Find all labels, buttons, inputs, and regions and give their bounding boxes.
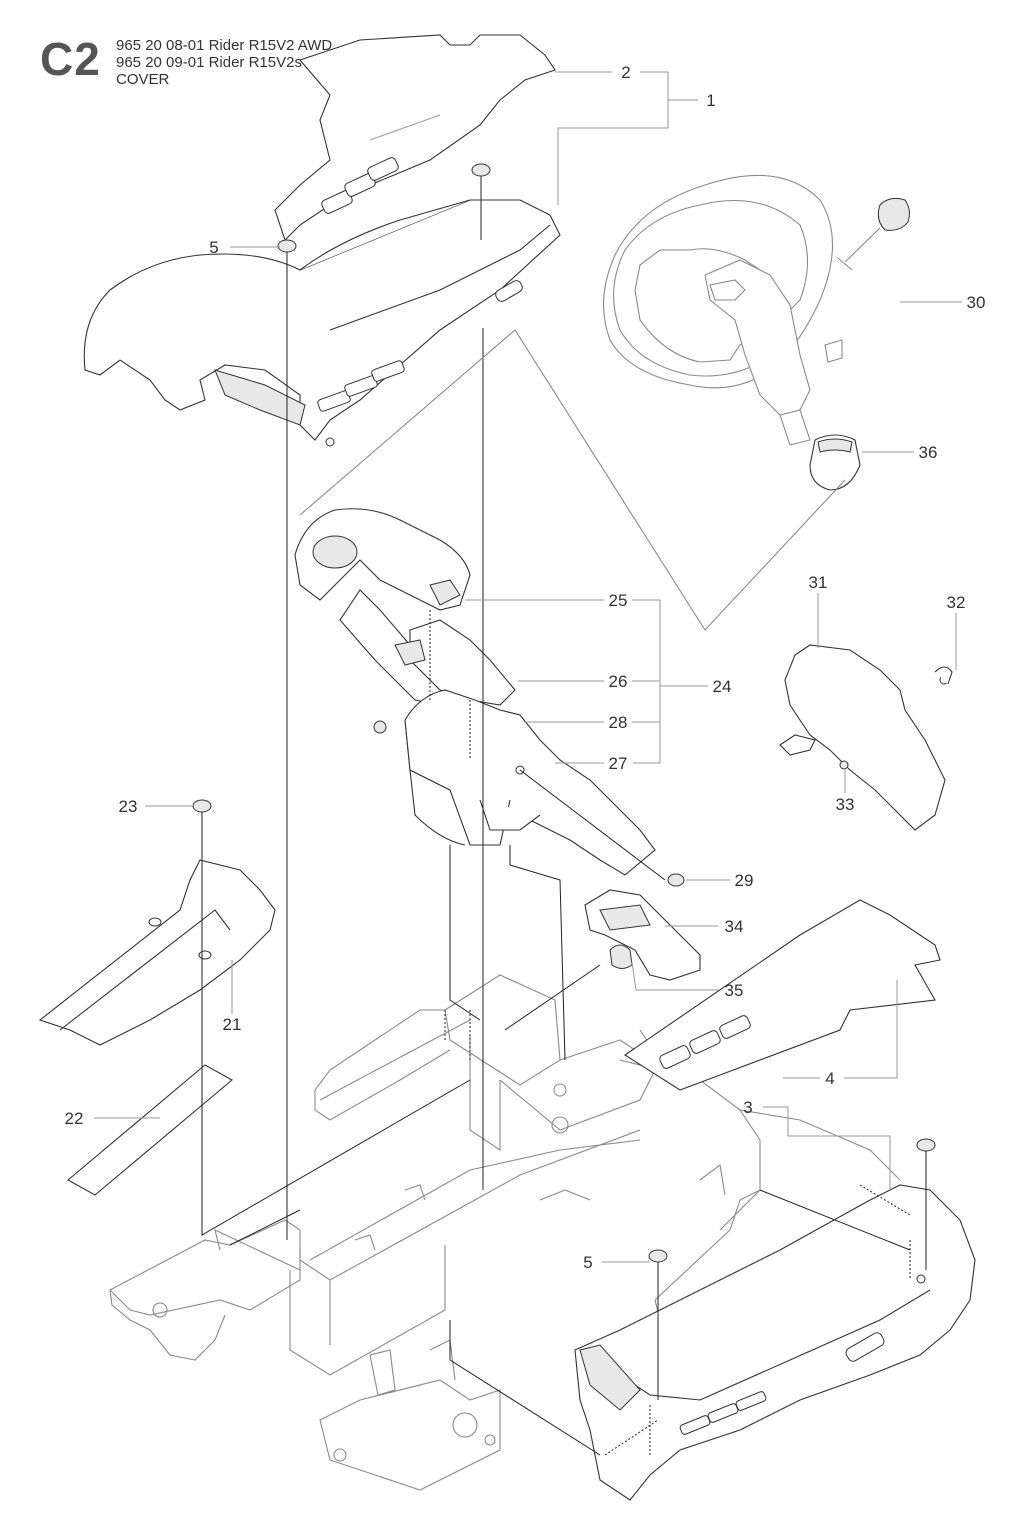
callout-3: 3: [743, 1098, 752, 1117]
front-fender: [574, 1184, 976, 1501]
callout-labels: 2 1 5 30 36 25 31 32 26 24 28 27 33 23 2…: [65, 63, 986, 1272]
callout-24: 24: [713, 677, 732, 696]
callout-1: 1: [706, 91, 715, 110]
switch-35: [609, 944, 633, 969]
callout-31: 31: [809, 573, 828, 592]
callout-5-bottom: 5: [583, 1253, 592, 1272]
callout-21: 21: [223, 1015, 242, 1034]
callout-5-top: 5: [209, 238, 218, 257]
section-code: C2: [40, 33, 101, 85]
callout-23: 23: [119, 797, 138, 816]
dash-cover-26: [394, 619, 516, 706]
callout-29: 29: [735, 871, 754, 890]
section-title: COVER: [116, 71, 170, 88]
model-line-2: 965 20 09-01 Rider R15V2s AWD: [116, 54, 340, 71]
callout-4: 4: [825, 1069, 834, 1088]
model-line-1: 965 20 08-01 Rider R15V2 AWD: [116, 37, 333, 54]
callout-35: 35: [725, 981, 744, 1000]
steering-wheel: [603, 174, 833, 446]
assembly-lines: [201, 176, 927, 1456]
side-cover-31: [779, 644, 953, 831]
callout-36: 36: [919, 443, 938, 462]
lower-console-27: [374, 689, 656, 876]
bracket-34: [584, 889, 701, 981]
callout-26: 26: [609, 672, 628, 691]
callout-32: 32: [947, 593, 966, 612]
callout-27: 27: [609, 754, 628, 773]
front-pad: [624, 899, 941, 1091]
strip-22: [67, 1064, 233, 1196]
left-panel-21: [38, 859, 276, 1046]
callout-28: 28: [609, 713, 628, 732]
rear-fender: [83, 199, 561, 447]
callout-leaders: [94, 71, 962, 1263]
callout-2: 2: [621, 63, 630, 82]
callout-25: 25: [609, 591, 628, 610]
chassis-frame: [109, 974, 901, 1491]
knob-30: [824, 197, 910, 363]
steering-boot-36: [809, 434, 861, 491]
callout-33: 33: [836, 795, 855, 814]
callout-34: 34: [725, 917, 744, 936]
callout-22: 22: [65, 1109, 84, 1128]
rear-fender-pad: [274, 34, 556, 242]
callout-30: 30: [967, 293, 986, 312]
